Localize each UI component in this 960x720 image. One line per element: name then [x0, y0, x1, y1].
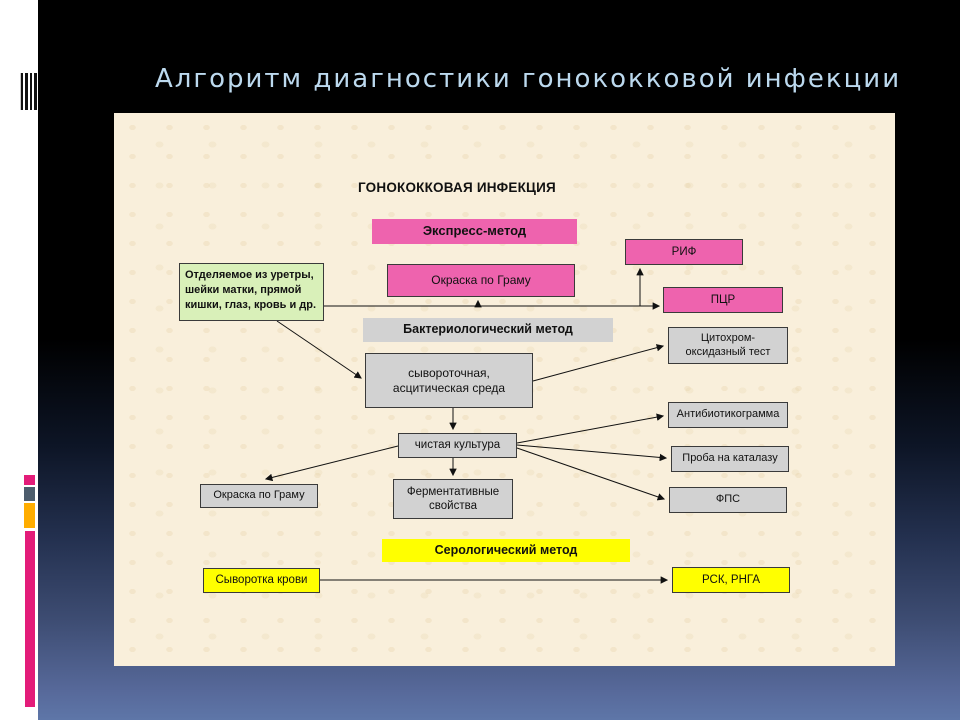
- diagram-heading: ГОНОКОККОВАЯ ИНФЕКЦИЯ: [358, 180, 556, 195]
- node-gram-stain-culture: Окраска по Граму: [200, 484, 318, 508]
- connector-pure-culture-to-gram-stain-gray: [264, 445, 399, 482]
- diagram-panel: ГОНОКОККОВАЯ ИНФЕКЦИЯ Экспресс-метод Окр…: [114, 113, 895, 666]
- node-specimen: Отделяемое из уретры, шейки матки, прямо…: [179, 263, 324, 321]
- connector-pure-culture-to-catalase: [516, 444, 668, 462]
- node-blood-serum: Сыворотка крови: [203, 568, 320, 593]
- connector-pure-culture-to-fps: [516, 447, 666, 501]
- accent-bar-pink: [25, 531, 35, 707]
- node-serological-method: Серологический метод: [382, 539, 630, 562]
- connector-medium-to-cytochrome: [532, 344, 665, 382]
- accent-square-orange: [24, 503, 35, 528]
- connector-pure-culture-to-antibiogram: [516, 413, 665, 444]
- node-rsk-rnga: РСК, РНГА: [672, 567, 790, 593]
- node-gram-stain-express: Окраска по Граму: [387, 264, 575, 297]
- accent-square-slate: [24, 487, 35, 501]
- node-pcr: ПЦР: [663, 287, 783, 313]
- node-antibiogram: Антибиотикограмма: [668, 402, 788, 428]
- accent-square-pink: [24, 475, 35, 485]
- node-cytochrome-oxidase-test: Цитохром-оксидазный тест: [668, 327, 788, 364]
- node-enzymatic-properties: Ферментативные свойства: [393, 479, 513, 519]
- node-rif: РИФ: [625, 239, 743, 265]
- node-express-method: Экспресс-метод: [372, 219, 577, 244]
- node-catalase-test: Проба на каталазу: [671, 446, 789, 472]
- node-pure-culture: чистая культура: [398, 433, 517, 458]
- node-serum-ascitic-medium: сывороточная, асцитическая среда: [365, 353, 533, 408]
- barcode-decoration: [20, 73, 38, 110]
- node-bacteriological-method: Бактериологический метод: [363, 318, 613, 342]
- left-margin-strip: [0, 0, 38, 720]
- slide-title: Алгоритм диагностики гонококковой инфекц…: [155, 64, 902, 94]
- connector-lines: [264, 267, 669, 584]
- node-fps: ФПС: [669, 487, 787, 513]
- connector-specimen-to-medium: [276, 320, 362, 379]
